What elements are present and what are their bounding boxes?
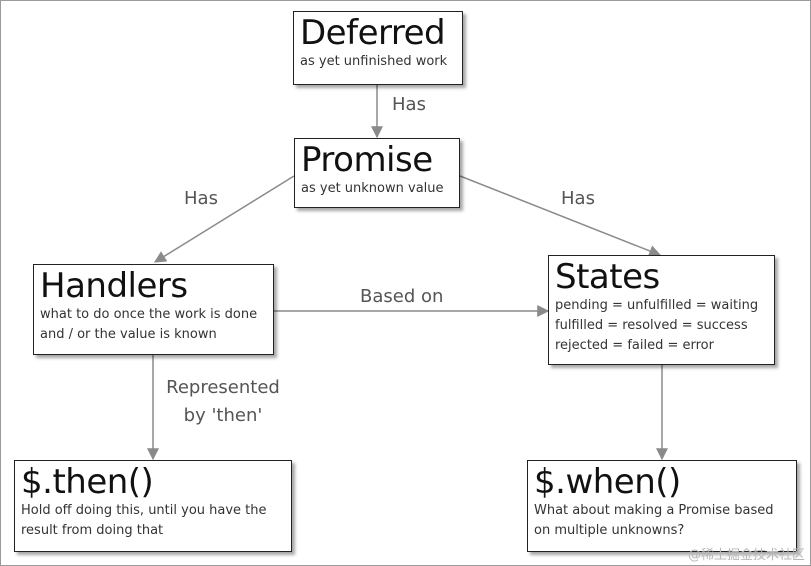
node-handlers-desc-line: what to do once the work is done <box>40 307 258 322</box>
node-promise-desc-line: as yet unknown value <box>301 181 444 196</box>
edge-label-handlers-then-line: Represented <box>166 377 280 398</box>
node-promise: Promise as yet unknown value <box>294 138 460 208</box>
node-states-desc: pending = unfulfilled = waiting fulfille… <box>555 296 768 356</box>
node-when: $.when() What about making a Promise bas… <box>527 460 797 552</box>
node-then: $.then() Hold off doing this, until you … <box>14 460 292 552</box>
edge-label-deferred-promise: Has <box>392 94 426 115</box>
node-promise-title: Promise <box>301 140 433 180</box>
node-deferred-desc-line: as yet unfinished work <box>300 54 448 69</box>
node-states-title: States <box>555 257 660 297</box>
node-then-title: $.then() <box>21 462 154 502</box>
node-then-desc-line: result from doing that <box>21 523 164 538</box>
node-handlers-desc: what to do once the work is done and / o… <box>40 305 267 345</box>
watermark: @稀土掘金技术社区 <box>687 548 805 563</box>
node-states-desc-line: rejected = failed = error <box>555 338 714 353</box>
node-handlers-title: Handlers <box>40 266 188 306</box>
edge-promise-states <box>459 175 662 257</box>
edge-label-promise-handlers: Has <box>184 188 218 209</box>
node-then-desc: Hold off doing this, until you have the … <box>21 501 285 541</box>
edge-label-handlers-states: Based on <box>360 286 444 307</box>
edge-label-promise-states: Has <box>561 188 595 209</box>
node-states-desc-line: pending = unfulfilled = waiting <box>555 298 759 313</box>
edge-label-handlers-then-line: by 'then' <box>183 405 263 426</box>
node-states: States pending = unfulfilled = waiting f… <box>548 255 775 365</box>
node-handlers: Handlers what to do once the work is don… <box>33 264 274 355</box>
node-deferred: Deferred as yet unfinished work <box>293 11 463 85</box>
edge-promise-handlers <box>153 175 295 263</box>
node-states-desc-line: fulfilled = resolved = success <box>555 318 748 333</box>
node-deferred-desc: as yet unfinished work <box>300 52 456 72</box>
edge-label-handlers-then: Represented by 'then' <box>158 374 288 430</box>
node-when-desc-line: on multiple unknowns? <box>534 523 685 538</box>
node-when-desc: What about making a Promise based on mul… <box>534 501 790 541</box>
node-promise-desc: as yet unknown value <box>301 179 453 199</box>
node-when-title: $.when() <box>534 462 681 502</box>
node-then-desc-line: Hold off doing this, until you have the <box>21 503 267 518</box>
node-deferred-title: Deferred <box>300 13 446 53</box>
node-when-desc-line: What about making a Promise based <box>534 503 774 518</box>
node-handlers-desc-line: and / or the value is known <box>40 327 217 342</box>
